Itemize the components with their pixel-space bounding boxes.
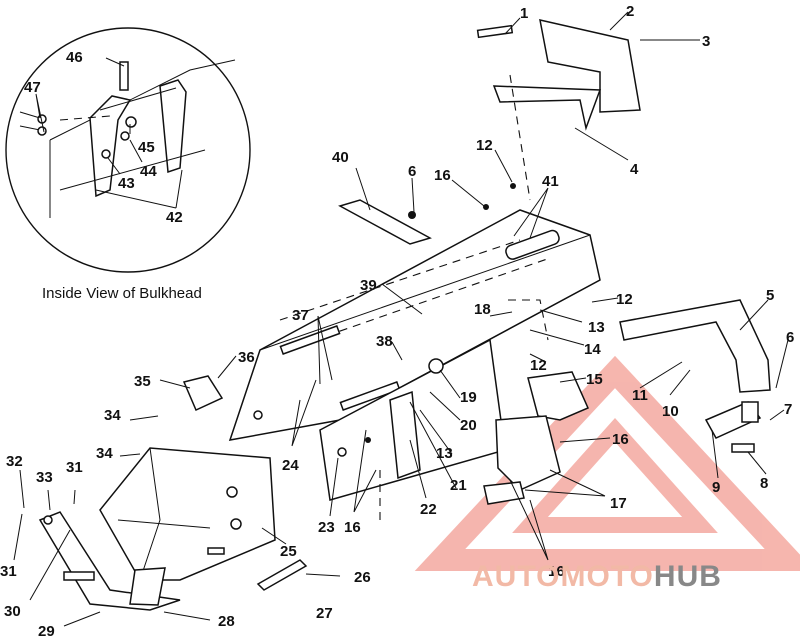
callout-12c: 12 bbox=[530, 357, 547, 374]
callout-10: 10 bbox=[662, 403, 679, 420]
callout-12b: 12 bbox=[616, 291, 633, 308]
callout-labels: 1 2 3 4 5 6 6 7 8 9 10 11 12 12 12 13 13… bbox=[0, 3, 794, 639]
callout-37: 37 bbox=[292, 307, 309, 324]
callout-2: 2 bbox=[626, 3, 634, 20]
svg-text:AUTOMOTOHUB: AUTOMOTOHUB bbox=[472, 560, 722, 593]
bulkhead bbox=[319, 299, 549, 520]
callout-6b: 6 bbox=[786, 329, 794, 346]
callout-43: 43 bbox=[118, 175, 135, 192]
plate-and-channel bbox=[476, 19, 641, 201]
small-brackets bbox=[182, 371, 589, 505]
callout-47: 47 bbox=[24, 79, 41, 96]
rear-bumper bbox=[619, 299, 771, 393]
front-bracket bbox=[38, 511, 181, 611]
callout-16: 16 bbox=[434, 167, 451, 184]
callout-31b: 31 bbox=[0, 563, 17, 580]
callout-23: 23 bbox=[318, 519, 335, 536]
callout-15: 15 bbox=[586, 371, 603, 388]
callout-1: 1 bbox=[520, 5, 528, 22]
callout-27: 27 bbox=[316, 605, 333, 622]
callout-16b: 16 bbox=[612, 431, 629, 448]
callout-25: 25 bbox=[280, 543, 297, 560]
callout-20: 20 bbox=[460, 417, 477, 434]
callout-24: 24 bbox=[282, 457, 299, 474]
callout-32: 32 bbox=[6, 453, 23, 470]
callout-12: 12 bbox=[476, 137, 493, 154]
bulkhead-inset bbox=[5, 27, 251, 273]
callout-31: 31 bbox=[66, 459, 83, 476]
callout-29: 29 bbox=[38, 623, 55, 639]
callout-30: 30 bbox=[4, 603, 21, 620]
callout-22: 22 bbox=[420, 501, 437, 518]
callout-41: 41 bbox=[542, 173, 559, 190]
leader-lines bbox=[13, 11, 789, 627]
watermark-moto: MOTO bbox=[560, 560, 653, 593]
hitch-parts bbox=[704, 401, 762, 453]
callout-38: 38 bbox=[376, 333, 393, 350]
callout-44: 44 bbox=[140, 163, 157, 180]
callout-18: 18 bbox=[474, 301, 491, 318]
callout-42: 42 bbox=[166, 209, 183, 226]
inset-caption: Inside View of Bulkhead bbox=[42, 285, 202, 302]
callout-13: 13 bbox=[588, 319, 605, 336]
callout-11: 11 bbox=[632, 387, 648, 404]
callout-4: 4 bbox=[630, 161, 639, 178]
callout-3: 3 bbox=[702, 33, 710, 50]
callout-6: 6 bbox=[408, 163, 416, 180]
watermark-auto: AUTO bbox=[472, 560, 560, 593]
rail-27 bbox=[256, 559, 308, 591]
watermark-hub: HUB bbox=[654, 560, 722, 593]
callout-9: 9 bbox=[712, 479, 720, 496]
callout-8: 8 bbox=[760, 475, 768, 492]
callout-35: 35 bbox=[134, 373, 151, 390]
callout-39: 39 bbox=[360, 277, 377, 294]
callout-45: 45 bbox=[138, 139, 155, 156]
watermark-text: AUTOMOTOHUB bbox=[472, 560, 722, 593]
callout-7: 7 bbox=[784, 401, 792, 418]
tunnel-assembly bbox=[228, 209, 601, 441]
callout-34: 34 bbox=[104, 407, 121, 424]
callout-16d: 16 bbox=[548, 563, 565, 580]
callout-33: 33 bbox=[36, 469, 53, 486]
callout-5: 5 bbox=[766, 287, 774, 304]
callout-34b: 34 bbox=[96, 445, 113, 462]
callout-26: 26 bbox=[354, 569, 371, 586]
bracket-40 bbox=[338, 183, 516, 245]
callout-28: 28 bbox=[218, 613, 235, 630]
callout-21: 21 bbox=[450, 477, 467, 494]
callout-13b: 13 bbox=[436, 445, 453, 462]
callout-36: 36 bbox=[238, 349, 255, 366]
callout-14: 14 bbox=[584, 341, 601, 358]
callout-40: 40 bbox=[332, 149, 349, 166]
callout-46: 46 bbox=[66, 49, 83, 66]
callout-16c: 16 bbox=[344, 519, 361, 536]
callout-17: 17 bbox=[610, 495, 627, 512]
belly-pan bbox=[99, 447, 276, 581]
callout-19: 19 bbox=[460, 389, 477, 406]
